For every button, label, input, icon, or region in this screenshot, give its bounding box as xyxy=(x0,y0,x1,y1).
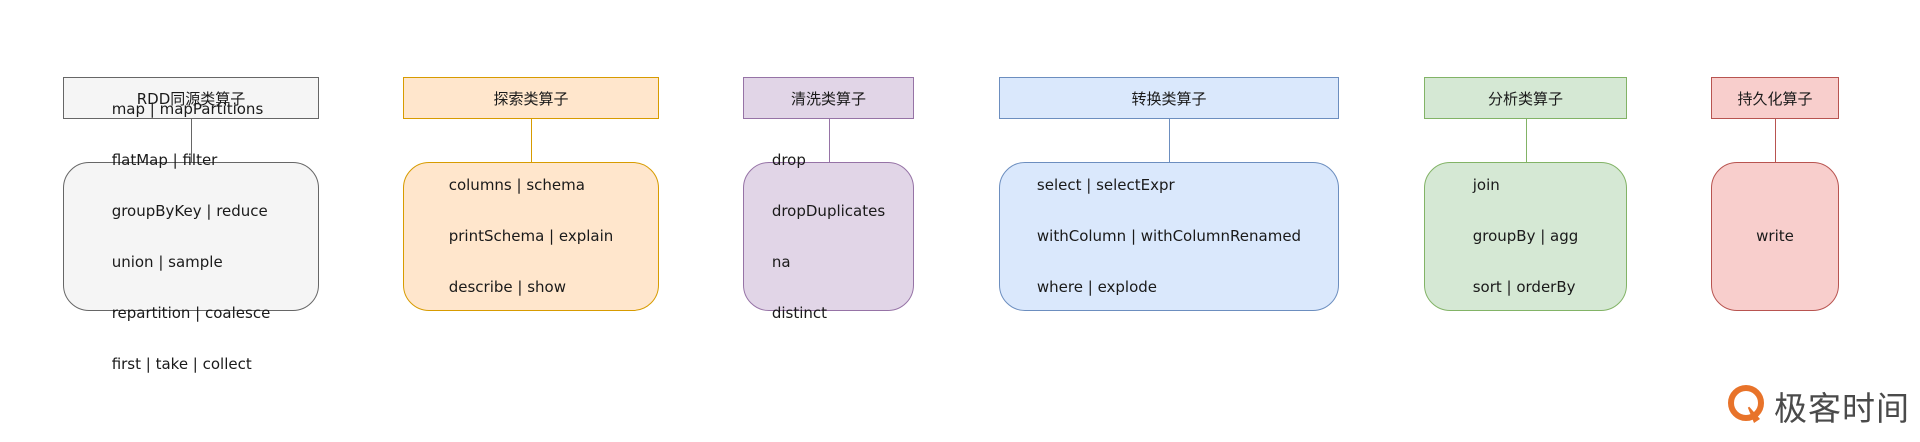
operator-line: groupByKey | reduce xyxy=(111,201,268,220)
category-title: 转换类算子 xyxy=(1131,89,1207,108)
category-header-persist: 持久化算子 xyxy=(1711,77,1839,119)
operator-line: groupBy | agg xyxy=(1472,227,1579,245)
operator-line: map | mapPartitions xyxy=(111,99,264,118)
operator-list: map | mapPartitions flatMap | filter gro… xyxy=(112,67,271,407)
category-header-transform: 转换类算子 xyxy=(999,77,1339,119)
category-title: RDD同源类算子 xyxy=(136,89,246,108)
operator-box-explore: columns | schema printSchema | explain d… xyxy=(403,162,659,311)
operator-box-rdd: map | mapPartitions flatMap | filter gro… xyxy=(63,100,319,372)
operator-box-persist: write xyxy=(1711,162,1839,311)
category-header-analyze: 分析类算子 xyxy=(1424,77,1627,119)
operator-line: withColumn | withColumnRenamed xyxy=(1036,227,1302,245)
connector-line xyxy=(1775,119,1776,162)
operator-line: where | explode xyxy=(1036,278,1158,296)
category-title: 清洗类算子 xyxy=(790,89,866,108)
connector-line xyxy=(191,119,192,162)
operator-box-transform: select | selectExpr withColumn | withCol… xyxy=(999,162,1339,311)
geektime-watermark: 极客时间 xyxy=(1726,381,1910,431)
operator-line: select | selectExpr xyxy=(1036,176,1175,194)
operator-line: dropDuplicates xyxy=(771,201,886,220)
operator-line: flatMap | filter xyxy=(111,150,218,169)
operator-list: drop dropDuplicates na distinct xyxy=(772,118,885,356)
operator-line: drop xyxy=(771,150,806,169)
column-explore-operators: 探索类算子 columns | schema printSchema | exp… xyxy=(403,0,659,442)
category-title: 分析类算子 xyxy=(1487,89,1563,108)
column-transform-operators: 转换类算子 select | selectExpr withColumn | w… xyxy=(999,0,1339,442)
operator-box-analyze: join groupBy | agg sort | orderBy xyxy=(1424,162,1627,311)
connector-line xyxy=(1525,119,1527,162)
connector-line xyxy=(1169,119,1170,162)
column-clean-operators: 清洗类算子 drop dropDuplicates na distinct xyxy=(743,0,914,442)
operator-line: first | take | collect xyxy=(111,354,252,373)
operator-line: distinct xyxy=(771,303,828,322)
operator-list: columns | schema printSchema | explain d… xyxy=(449,143,614,330)
category-title: 持久化算子 xyxy=(1737,89,1813,108)
operator-line: join xyxy=(1472,176,1500,194)
operator-list: select | selectExpr withColumn | withCol… xyxy=(1037,143,1301,330)
column-rdd-operators: RDD同源类算子 map | mapPartitions flatMap | f… xyxy=(63,0,319,442)
operator-line: sort | orderBy xyxy=(1472,278,1576,296)
column-analyze-operators: 分析类算子 join groupBy | agg sort | orderBy xyxy=(1424,0,1627,442)
watermark-text: 极客时间 xyxy=(1774,389,1910,428)
operator-line: union | sample xyxy=(111,252,223,271)
category-header-explore: 探索类算子 xyxy=(403,77,659,119)
category-header-clean: 清洗类算子 xyxy=(743,77,914,119)
operator-line: printSchema | explain xyxy=(448,227,614,245)
operator-line: na xyxy=(771,252,791,271)
operator-line: columns | schema xyxy=(448,176,585,194)
operator-box-clean: drop dropDuplicates na distinct xyxy=(743,151,914,321)
geektime-logo-icon xyxy=(1726,383,1768,429)
operator-line: repartition | coalesce xyxy=(111,303,271,322)
connector-line xyxy=(531,119,532,162)
operator-line: describe | show xyxy=(448,278,566,296)
connector-line xyxy=(828,119,830,162)
category-header-rdd: RDD同源类算子 xyxy=(63,77,319,119)
operator-list: write xyxy=(1756,194,1794,279)
operator-line: write xyxy=(1756,227,1794,245)
operator-list: join groupBy | agg sort | orderBy xyxy=(1473,143,1579,330)
column-persist-operators: 持久化算子 write xyxy=(1711,0,1839,442)
category-title: 探索类算子 xyxy=(493,89,569,108)
